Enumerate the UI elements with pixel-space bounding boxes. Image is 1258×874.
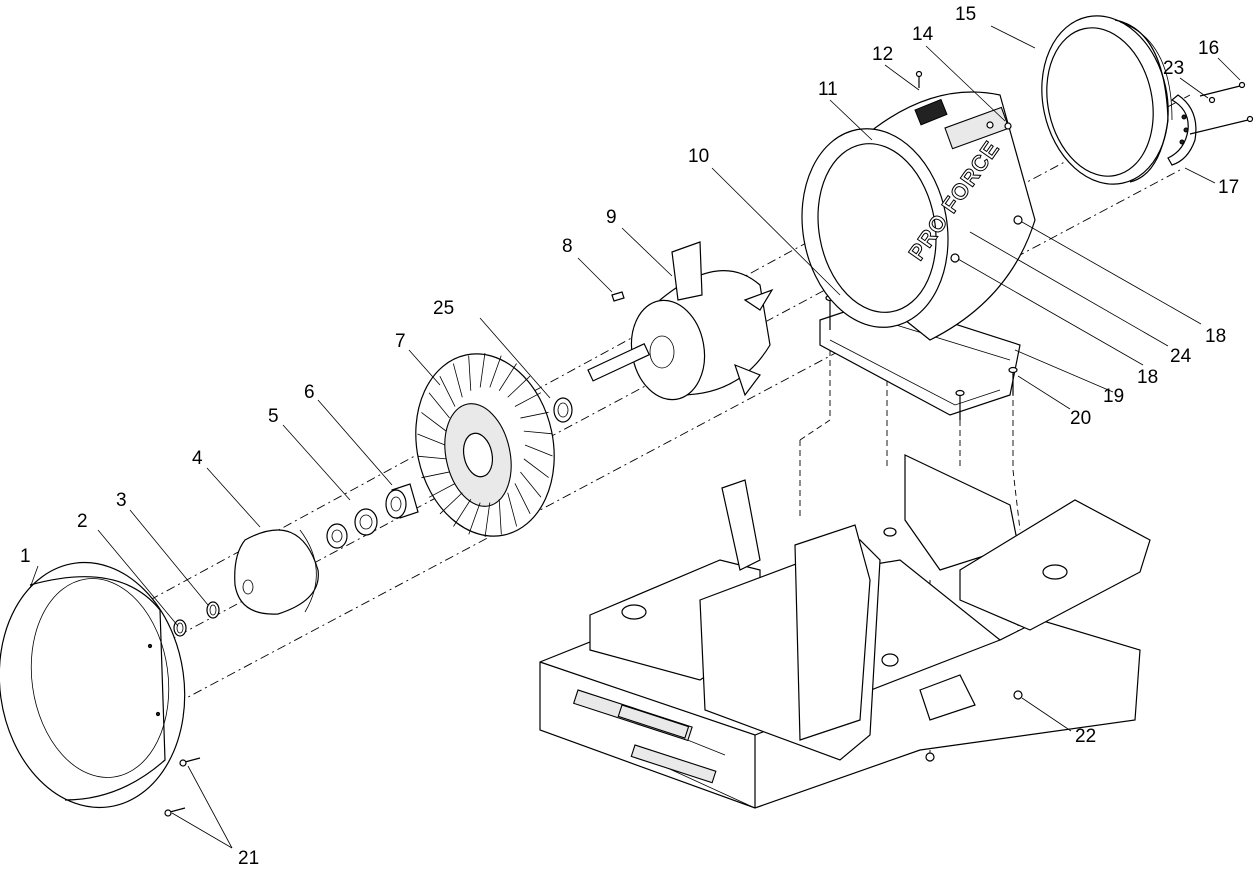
nut-part-5 [326,508,378,549]
retaining-ring-part-2 [173,619,187,637]
bushing-part-6 [385,483,419,519]
callout-6: 6 [304,382,315,403]
front-shroud-part-1 [0,561,186,809]
callout-7: 7 [395,331,406,352]
nose-cone-part-4 [234,529,319,615]
decal-strip-icon [572,689,717,784]
callout-25: 25 [433,298,454,319]
callout-labels: 1 2 3 4 5 6 7 8 9 10 11 12 14 15 16 17 1… [20,4,1239,869]
key-part-8 [611,291,625,302]
screw-part-12 [915,70,923,88]
callout-10: 10 [688,146,709,167]
callout-2: 2 [77,511,88,532]
rear-guard-part-15 [1041,15,1173,185]
callout-12: 12 [872,44,893,65]
washer-part-3 [206,601,220,619]
callout-14: 14 [912,24,934,45]
callout-22: 22 [1075,726,1096,747]
callout-4: 4 [192,448,203,469]
callout-20: 20 [1070,408,1091,429]
leader-lines [29,25,1241,849]
decal-label-icon [914,98,948,126]
callout-1: 1 [20,546,31,567]
callout-3: 3 [116,490,127,511]
callout-16: 16 [1198,38,1219,59]
callout-9: 9 [606,207,617,228]
fan-impeller-part-7 [415,352,555,538]
washer-part-23 [1208,96,1216,104]
bracket-clip-part-17 [1167,94,1197,166]
callout-5: 5 [268,406,279,427]
chassis-frame [539,454,1151,809]
screw-part-16 [1189,81,1254,135]
callout-18-upper: 18 [1205,326,1226,347]
callout-19: 19 [1103,386,1124,407]
callout-18-lower: 18 [1137,367,1158,388]
nut-part-22 [925,690,1023,762]
callout-23: 23 [1163,58,1184,79]
motor-part-9 [587,241,774,401]
bolt-part-20 [955,366,1018,420]
seal-ring-part-25 [553,397,573,423]
screw-part-14 [1004,122,1012,130]
callout-8: 8 [562,236,573,257]
callout-17: 17 [1218,177,1239,198]
callout-21: 21 [238,848,259,869]
warning-decal-icon [944,106,1010,150]
fan-housing-part-11: PRO FORCE [801,91,1036,341]
callout-15: 15 [955,4,976,25]
screw-part-21 [164,757,201,817]
callout-11: 11 [818,79,838,100]
callout-24: 24 [1170,346,1192,367]
